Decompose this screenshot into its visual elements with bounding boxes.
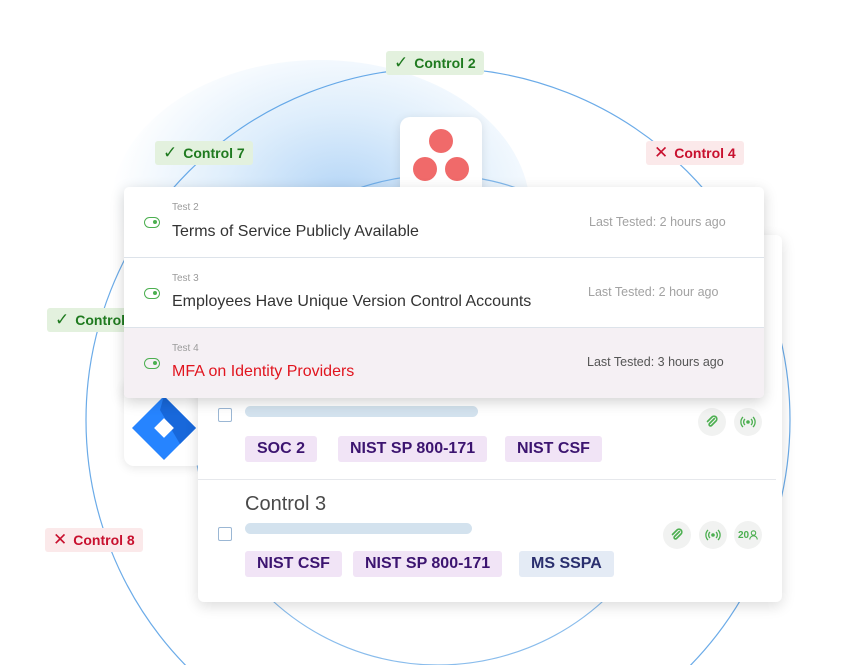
broadcast-icon[interactable] [699, 521, 727, 549]
check-icon: ✓ [55, 310, 70, 329]
framework-tag: MS SSPA [519, 551, 614, 577]
framework-tag: SOC 2 [245, 436, 318, 462]
test-row-failing[interactable]: Test 4 MFA on Identity Providers Last Te… [124, 328, 764, 398]
check-icon: ✓ [394, 53, 409, 72]
row-divider [198, 479, 776, 480]
check-icon: ✓ [163, 143, 178, 162]
tests-card: Test 2 Terms of Service Publicly Availab… [124, 187, 764, 398]
broadcast-icon[interactable] [734, 408, 762, 436]
jira-logo-icon [132, 396, 196, 460]
last-tested: Last Tested: 2 hour ago [588, 285, 719, 299]
control-row[interactable]: SOC 2 NIST SP 800-171 NIST CSF [198, 375, 782, 475]
control-pill-2[interactable]: ✓ Control 2 [386, 51, 484, 75]
owners-icon[interactable]: 20 [734, 521, 762, 549]
control-row[interactable]: Control 3 NIST CSF NIST SP 800-171 MS SS… [198, 481, 782, 591]
control-pill-4[interactable]: ✕ Control 4 [646, 141, 744, 165]
paperclip-icon[interactable] [663, 521, 691, 549]
framework-tag: NIST CSF [505, 436, 602, 462]
control-pill-8[interactable]: ✕ Control 8 [45, 528, 143, 552]
framework-tag: NIST SP 800-171 [338, 436, 488, 462]
paperclip-icon[interactable] [698, 408, 726, 436]
asana-tile[interactable] [400, 117, 482, 197]
control-title: Control 3 [245, 493, 327, 515]
control-checkbox[interactable] [218, 527, 232, 541]
toggle-icon[interactable] [144, 358, 160, 369]
last-tested: Last Tested: 2 hours ago [589, 215, 726, 229]
test-row[interactable]: Test 3 Employees Have Unique Version Con… [124, 257, 764, 328]
toggle-icon[interactable] [144, 217, 160, 228]
control-pill-partial[interactable]: ✓ Control [47, 308, 134, 332]
last-tested: Last Tested: 3 hours ago [587, 355, 724, 369]
control-pill-7[interactable]: ✓ Control 7 [155, 141, 253, 165]
description-placeholder [245, 523, 472, 534]
control-checkbox[interactable] [218, 408, 232, 422]
test-row[interactable]: Test 2 Terms of Service Publicly Availab… [124, 187, 764, 258]
x-icon: ✕ [654, 143, 669, 162]
toggle-icon[interactable] [144, 288, 160, 299]
framework-tag: NIST SP 800-171 [353, 551, 503, 577]
description-placeholder [245, 406, 478, 417]
x-icon: ✕ [53, 530, 68, 549]
framework-tag: NIST CSF [245, 551, 342, 577]
